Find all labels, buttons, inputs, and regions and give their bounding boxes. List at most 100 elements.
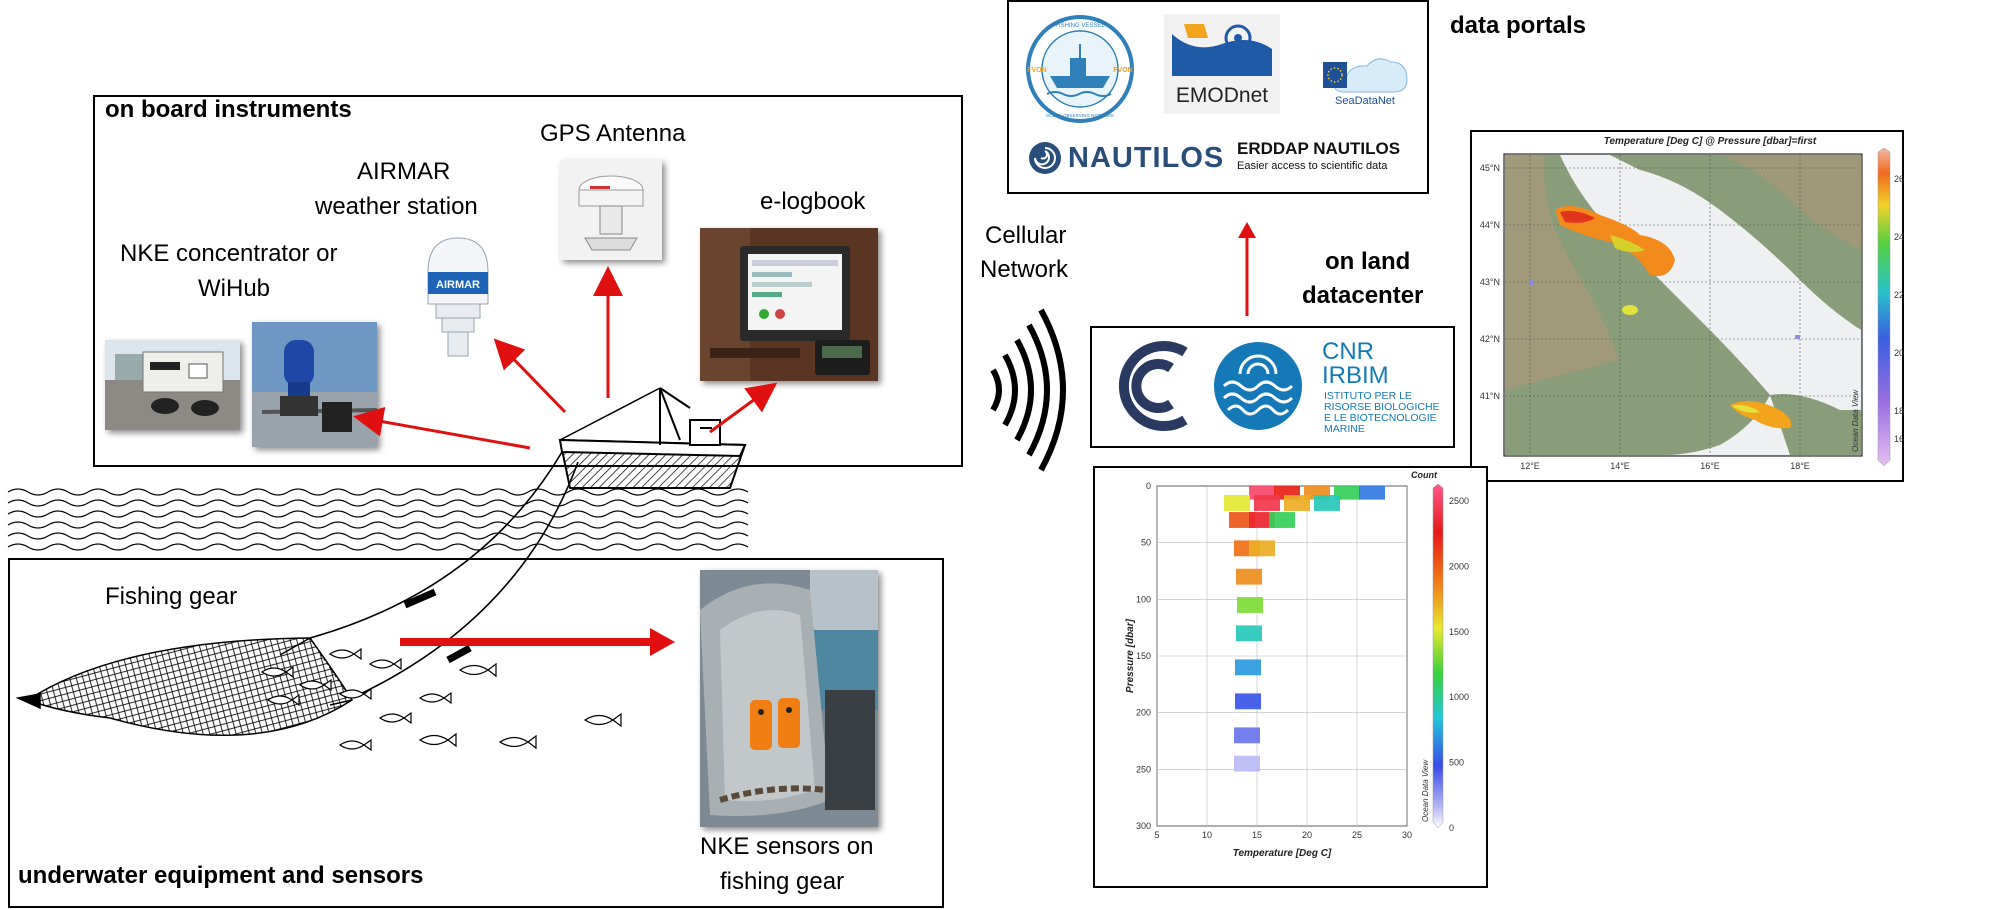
- heatmap-cell: [1237, 597, 1263, 613]
- heatmap-y-tick: 50: [1141, 538, 1151, 548]
- heatmap-cell: [1249, 512, 1275, 528]
- map-lon-tick: 14°E: [1610, 461, 1630, 471]
- heatmap-cell: [1269, 512, 1295, 528]
- datacenter-label-line2: datacenter: [1302, 282, 1424, 309]
- irbim-logo-icon: [1214, 342, 1302, 430]
- emodnet-text: EMODnet: [1175, 84, 1269, 107]
- temperature-map: Temperature [Deg C] @ Pressure [dbar]=fi…: [1480, 136, 1904, 471]
- heatmap-cell: [1235, 693, 1261, 710]
- nke-concentrator-label-line1: NKE concentrator or: [120, 240, 338, 267]
- gps-antenna-label: GPS Antenna: [540, 120, 686, 147]
- trawl-warps: [309, 451, 579, 699]
- heatmap-y-ticks: 0 50 100 150 200 250 300: [1136, 481, 1151, 831]
- heatmap-cell: [1314, 495, 1340, 511]
- erddap-subtitle: Easier access to scientific data: [1237, 160, 1388, 172]
- datacenter-label-line1: on land: [1325, 248, 1411, 275]
- heatmap-y-tick: 0: [1146, 481, 1151, 491]
- datacenter-to-portals-arrow: [1238, 222, 1256, 316]
- map-temperature-patches: [1530, 206, 1800, 429]
- heatmap-colorbar-tick: 1000: [1449, 692, 1469, 702]
- fvon-bottom-text: OCEAN OBSERVING NETWORK: [1046, 113, 1114, 118]
- onboard-title: on board instruments: [105, 96, 352, 123]
- fvon-top-text: FISHING VESSEL: [1055, 23, 1105, 29]
- heatmap-x-tick: 25: [1352, 830, 1362, 840]
- nautilos-text: NAUTILOS: [1068, 142, 1225, 174]
- vessel-arrows: [353, 266, 778, 450]
- airmar-weather-station-photo: AIRMAR: [418, 232, 498, 358]
- seadatanet-logo: SeaDataNet: [1323, 58, 1408, 107]
- nke-concentrator-photo: [105, 340, 240, 430]
- heatmap-x-tick: 20: [1302, 830, 1312, 840]
- heatmap-colorbar-tick: 0: [1449, 823, 1454, 833]
- heatmap-cell: [1334, 486, 1360, 500]
- nke-sensors-label-line2: fishing gear: [720, 868, 845, 895]
- heatmap-cell: [1359, 486, 1385, 500]
- heatmap-y-tick: 100: [1136, 594, 1151, 604]
- cellular-network-label-line1: Cellular: [985, 222, 1067, 249]
- map-lat-tick: 44°N: [1480, 220, 1500, 230]
- wihub-photo: [252, 322, 377, 447]
- fishing-vessel: [558, 387, 747, 489]
- map-credit: Ocean Data View: [1851, 389, 1860, 452]
- nke-concentrator-label-line2: WiHub: [198, 275, 271, 302]
- erddap-title: ERDDAP NAUTILOS: [1237, 139, 1401, 158]
- map-colorbar-tick: 26: [1894, 174, 1904, 184]
- airmar-brand-text: AIRMAR: [436, 279, 480, 291]
- heatmap-cell: [1234, 727, 1260, 744]
- map-lon-tick: 16°E: [1700, 461, 1720, 471]
- heatmap-xlabel: Temperature [Deg C]: [1233, 848, 1332, 859]
- heatmap-colorbar-tick: 1500: [1449, 627, 1469, 637]
- seadatanet-text: SeaDataNet: [1335, 95, 1395, 107]
- heatmap-colorbar-tick: 500: [1449, 758, 1464, 768]
- map-lat-tick: 41°N: [1480, 391, 1500, 401]
- data-portals-title: data portals: [1450, 12, 1587, 39]
- heatmap-colorbar: [1432, 483, 1444, 829]
- map-lat-tick: 42°N: [1480, 334, 1500, 344]
- sea-waves: [7, 488, 749, 551]
- heatmap-y-tick: 200: [1136, 708, 1151, 718]
- emodnet-logo: EMODnet: [1164, 14, 1280, 114]
- heatmap-x-tick: 5: [1154, 830, 1159, 840]
- heatmap-credit: Ocean Data View: [1421, 759, 1430, 822]
- cnr-text: CNR: [1322, 338, 1374, 365]
- elogbook-label: e-logbook: [760, 188, 866, 215]
- map-colorbar-tick: 22: [1894, 290, 1904, 300]
- irbim-text: IRBIM: [1322, 362, 1389, 389]
- elogbook-photo: [700, 228, 878, 381]
- irbim-subtitle-1: ISTITUTO PER LE: [1324, 390, 1412, 402]
- fvon-side-text-left: FVON: [1027, 67, 1046, 74]
- heatmap-y-tick: 250: [1136, 764, 1151, 774]
- fishing-gear-label: Fishing gear: [105, 583, 238, 610]
- wireless-signal-icon: [990, 308, 1066, 472]
- heatmap-y-tick: 150: [1136, 651, 1151, 661]
- map-colorbar-tick: 24: [1894, 232, 1904, 242]
- underwater-title: underwater equipment and sensors: [18, 862, 424, 889]
- heatmap-cell: [1254, 495, 1280, 511]
- heatmap-colorbar-label: Count: [1411, 470, 1438, 480]
- heatmap-cell: [1249, 540, 1275, 557]
- irbim-subtitle-3: E LE BIOTECNOLOGIE: [1324, 412, 1437, 424]
- heatmap-gridlines: [1156, 485, 1408, 827]
- heatmap-cell: [1224, 495, 1250, 511]
- heatmap-cell: [1236, 625, 1262, 642]
- map-title: Temperature [Deg C] @ Pressure [dbar]=fi…: [1604, 136, 1817, 147]
- fish-school: [260, 647, 622, 752]
- airmar-label-line2: weather station: [315, 193, 478, 220]
- heatmap-cell: [1284, 495, 1310, 511]
- heatmap-y-tick: 300: [1136, 821, 1151, 831]
- trawl-net: [15, 637, 354, 737]
- heatmap-cell: [1234, 755, 1260, 772]
- heatmap-x-tick: 30: [1402, 830, 1412, 840]
- airmar-label-line1: AIRMAR: [357, 158, 451, 185]
- gps-antenna-photo: [560, 160, 662, 260]
- map-colorbar-tick: 18: [1894, 406, 1904, 416]
- nke-sensors-photo: [700, 570, 878, 827]
- cellular-network-label-line2: Network: [980, 256, 1069, 283]
- map-lon-tick: 12°E: [1520, 461, 1540, 471]
- heatmap-cells: [1224, 486, 1385, 772]
